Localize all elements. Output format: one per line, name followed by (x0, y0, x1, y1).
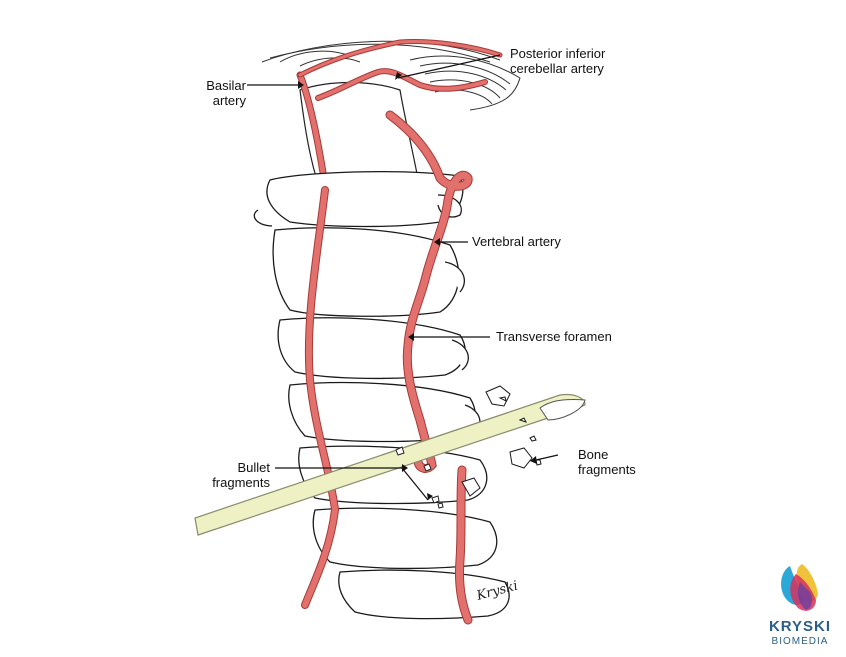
vertebral-artery-left (301, 186, 340, 609)
label-vertebral-artery: Vertebral artery (472, 234, 561, 249)
basilar-artery (296, 39, 503, 189)
bullet-fragments (395, 446, 444, 509)
label-basilar-line2: artery (212, 93, 246, 108)
bullet-track (194, 393, 586, 536)
label-bone-line1: Bone (578, 447, 609, 462)
brand-name: KRYSKI (768, 618, 832, 635)
label-pica-line2: cerebellar artery (510, 61, 604, 76)
vertebrae (253, 171, 510, 620)
label-bullet-fragments: Bullet fragments (200, 460, 270, 490)
label-transverse-foramen: Transverse foramen (496, 329, 612, 344)
label-bone-line2: fragments (578, 462, 636, 477)
label-bullet-line2: fragments (212, 475, 270, 490)
label-pica-line1: Posterior inferior (510, 46, 606, 61)
label-bullet-line1: Bullet (237, 460, 270, 475)
kryski-biomedia-logo: KRYSKI BIOMEDIA (760, 560, 840, 652)
bone-fragments (461, 385, 542, 497)
label-bone-fragments: Bone fragments (578, 447, 636, 477)
brand-sub: BIOMEDIA (771, 636, 829, 647)
label-pica: Posterior inferior cerebellar artery (510, 46, 605, 76)
label-basilar-artery: Basilar artery (190, 78, 246, 108)
label-basilar-line1: Basilar (206, 78, 246, 93)
logo-mark-icon (781, 564, 818, 611)
leader-lines (247, 54, 559, 501)
leader-arrowheads (298, 72, 537, 500)
